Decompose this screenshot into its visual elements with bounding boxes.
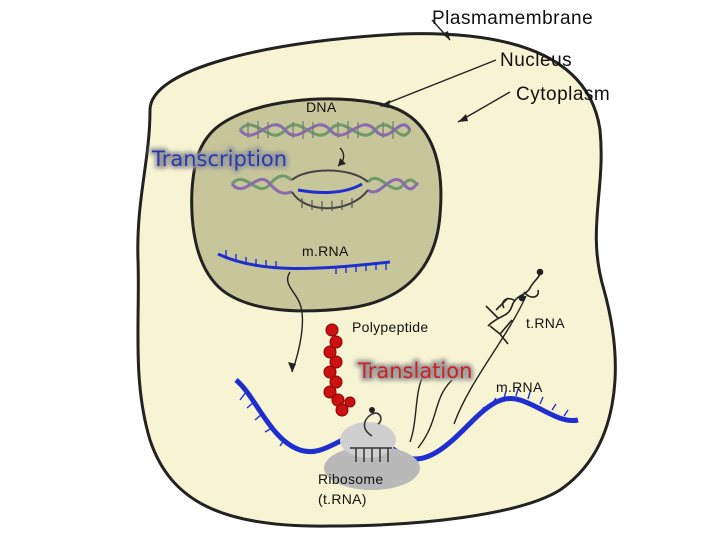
dna-helix-upper — [238, 121, 412, 139]
polypeptide-label: Polypeptide — [352, 319, 428, 335]
mrna-nucleus-label: m.RNA — [302, 243, 349, 259]
mrna-strand-nucleus — [217, 250, 391, 274]
trna-molecule — [485, 268, 544, 345]
dna-label: DNA — [306, 99, 337, 115]
nucleus-label: Nucleus — [500, 50, 572, 71]
transcription-label: Transcription — [151, 147, 287, 171]
transcription-label-glow: Transcription — [151, 147, 287, 171]
dna-helix-transcribing — [230, 169, 420, 211]
ribosome-sublabel: (t.RNA) — [318, 491, 367, 507]
cytoplasm-label: Cytoplasm — [516, 84, 610, 105]
nucleus — [190, 97, 443, 313]
ribosome — [324, 407, 420, 490]
ribosome-label: Ribosome — [318, 471, 383, 487]
translation-label-glow: Translation — [357, 359, 472, 383]
arrow-heads — [288, 31, 468, 372]
plasma-membrane-label: Plasmamembrane — [432, 8, 593, 29]
trna-label: t.RNA — [526, 315, 565, 331]
polypeptide-chain — [323, 323, 356, 417]
mrna-cytoplasm-label: m.RNA — [496, 379, 543, 395]
translation-label: Translation — [357, 359, 472, 383]
